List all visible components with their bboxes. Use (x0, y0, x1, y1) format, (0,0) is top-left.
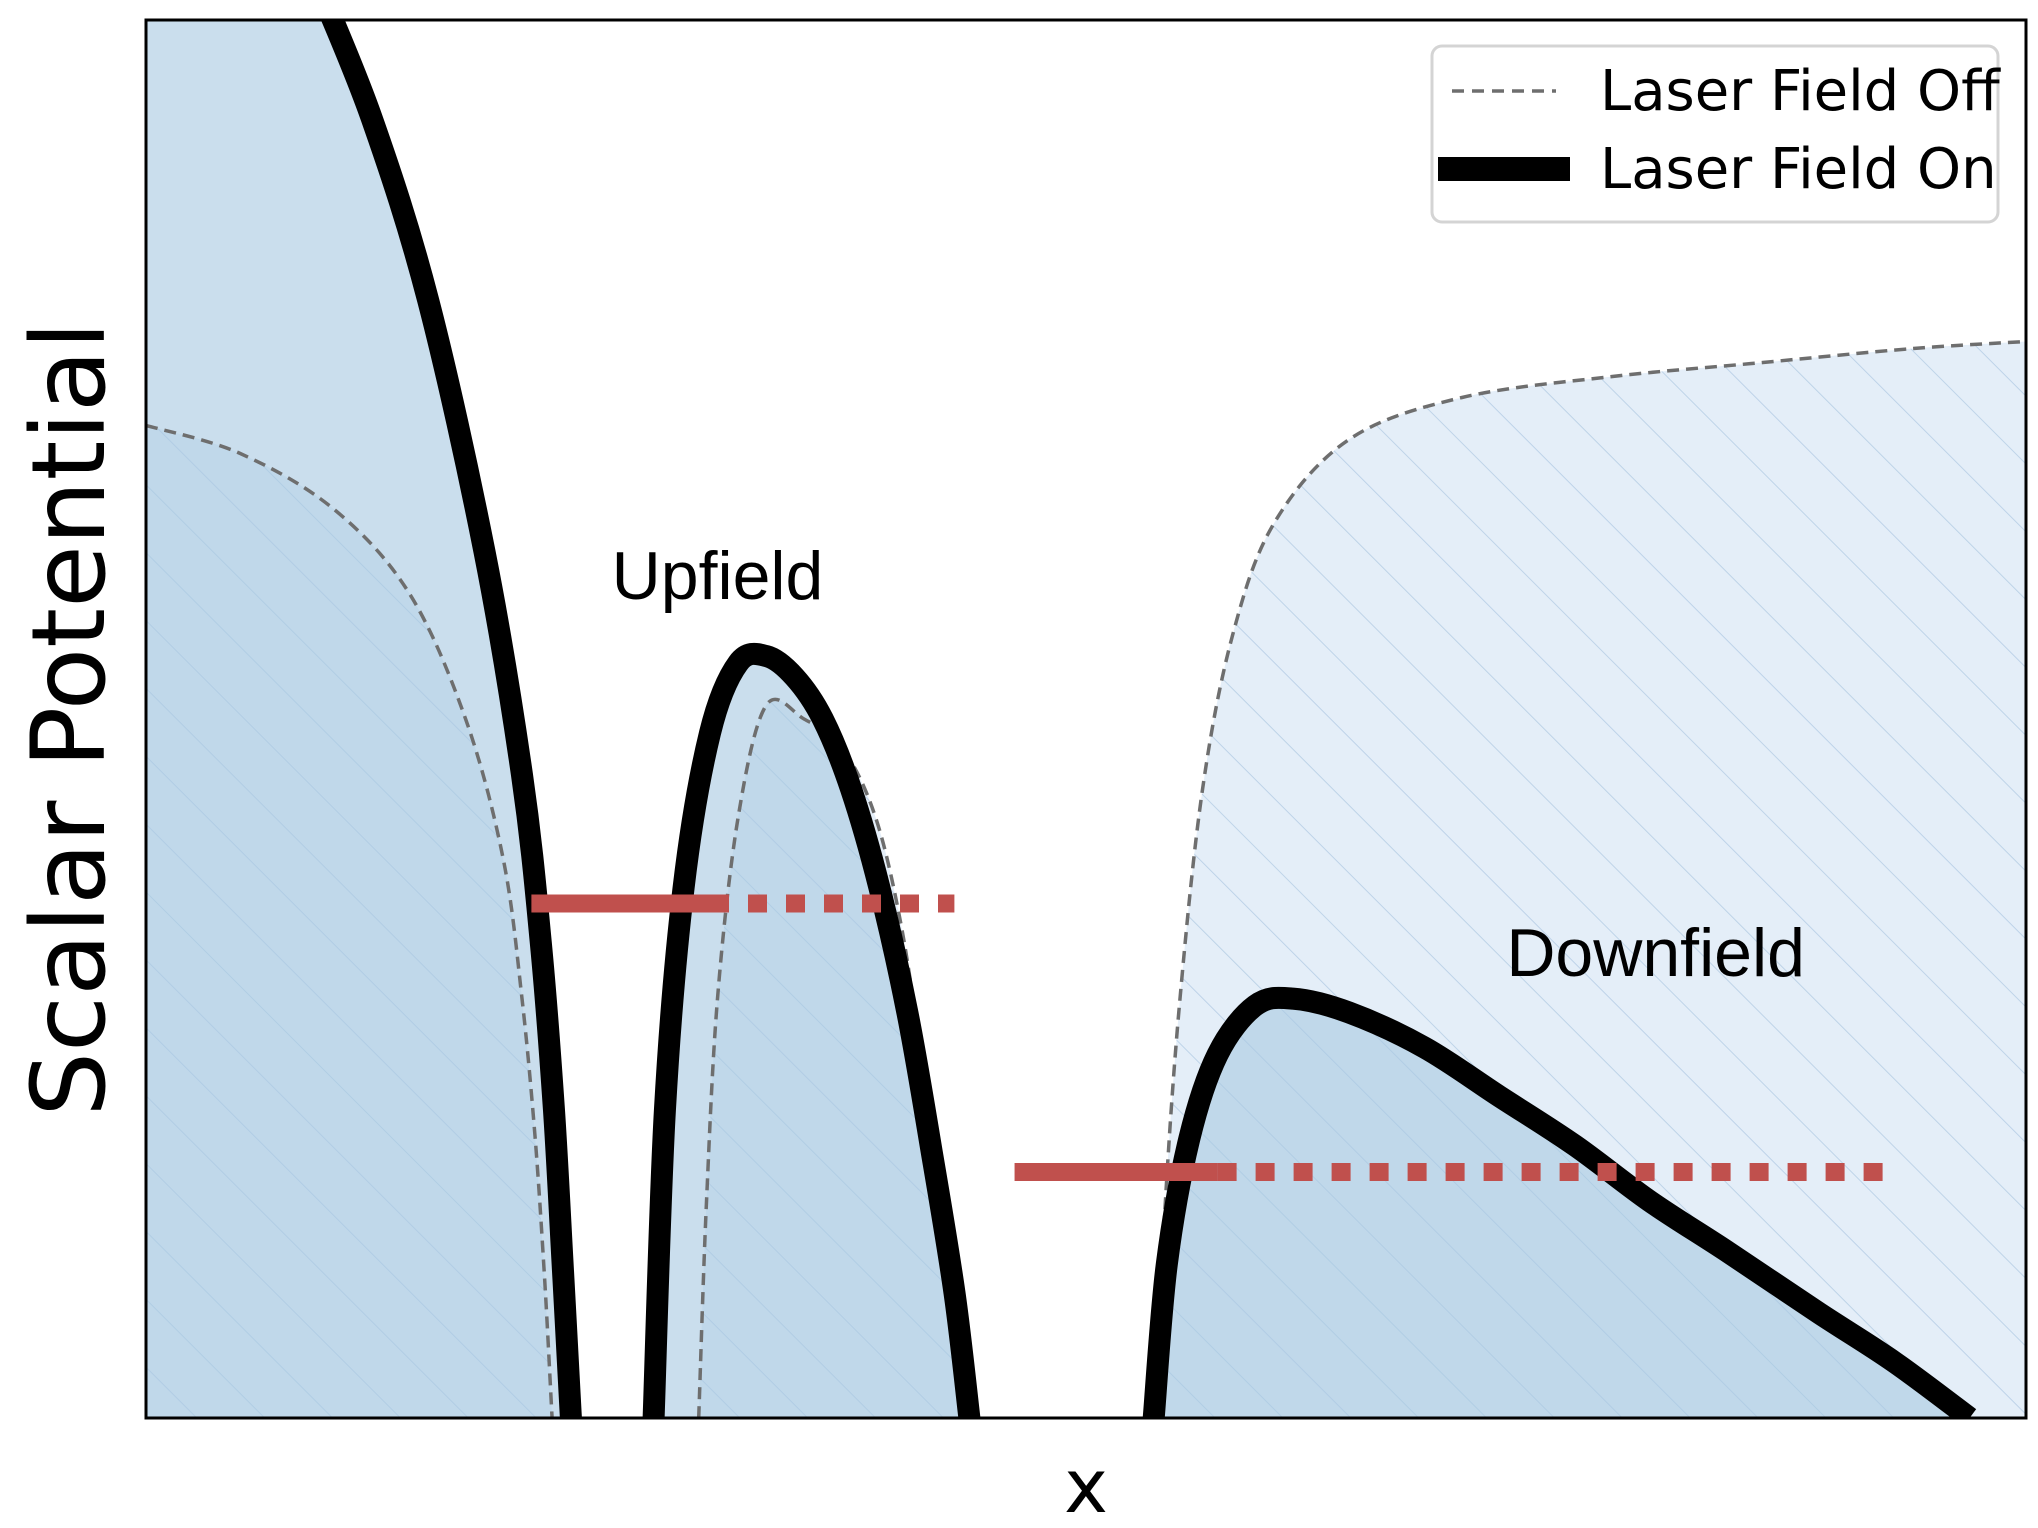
y-axis-label: Scalar Potential (10, 321, 129, 1116)
field-on-curve-1 (320, 20, 582, 1418)
series-lines (146, 20, 2026, 1418)
field-on-fill-3 (1153, 997, 1970, 1418)
field-on-curve-3 (1142, 986, 1977, 1418)
annotation-upfield: Upfield (612, 538, 824, 614)
field-on-fill-1 (146, 20, 571, 1418)
field-off-curve-1 (146, 423, 554, 1418)
plot-area (146, 20, 2026, 1418)
field-on-fill-layer (146, 20, 1970, 1418)
field-on-curve-2 (642, 642, 981, 1418)
legend-label-field-on: Laser Field On (1600, 137, 1997, 202)
legend-label-field-off: Laser Field Off (1600, 59, 2001, 124)
field-off-curve-3 (1153, 339, 2026, 1418)
energy-levels (531, 894, 1895, 1181)
legend: Laser Field Off Laser Field On (1430, 44, 2001, 224)
x-axis-label: x (1064, 1444, 1108, 1528)
legend-box (1430, 44, 2000, 224)
annotation-downfield: Downfield (1506, 915, 1805, 991)
plot-frame (144, 18, 2028, 1420)
